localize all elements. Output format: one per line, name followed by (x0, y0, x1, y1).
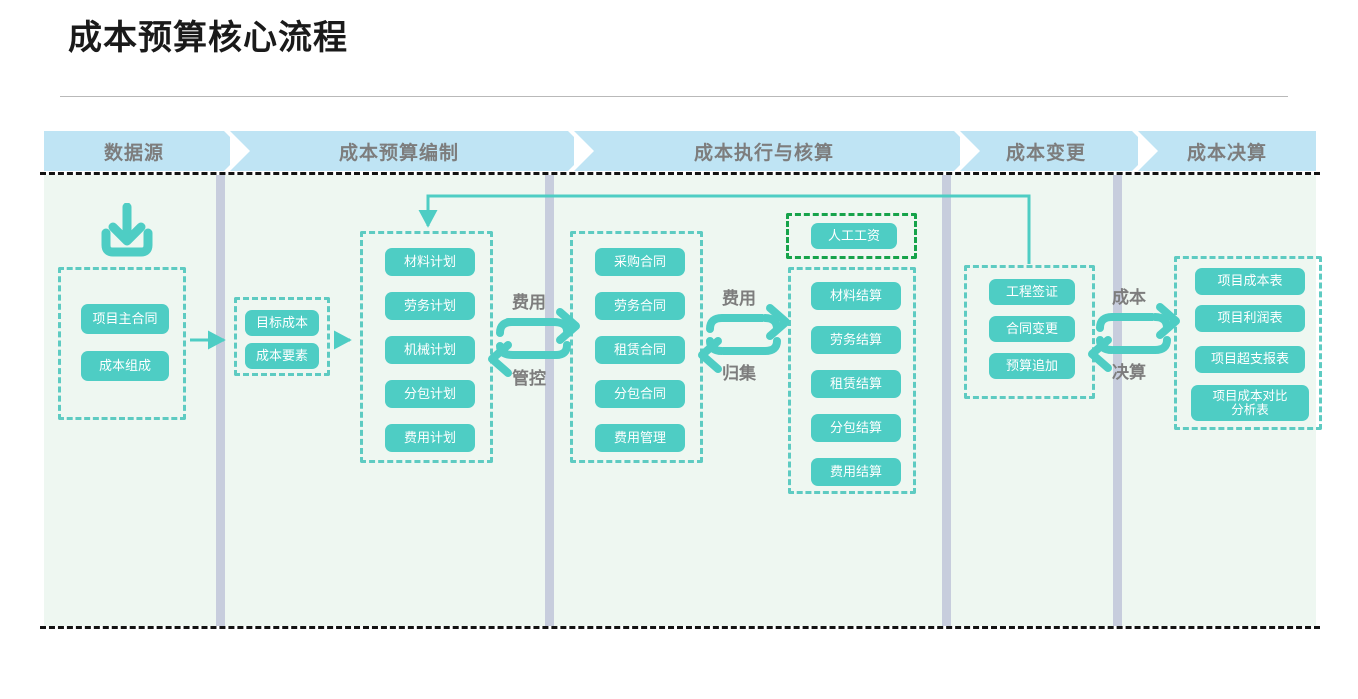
pill-project-cost-sheet[interactable]: 项目成本表 (1195, 268, 1305, 295)
pill-label: 分包计划 (403, 385, 456, 401)
stage-header-change[interactable]: 成本变更 (960, 131, 1152, 171)
pill-label: 机械计划 (403, 341, 456, 357)
pill-label: 劳务合同 (613, 297, 666, 313)
cycle-label-top-2: 费用 (722, 289, 756, 308)
pill-label: 采购合同 (613, 253, 666, 269)
stage-label: 数据源 (103, 142, 164, 164)
pill-label: 目标成本 (255, 314, 308, 330)
pill-label: 劳务计划 (403, 297, 456, 313)
pill-label: 合同变更 (1005, 320, 1058, 336)
pill-expense-management[interactable]: 费用管理 (595, 424, 685, 452)
pill-labor-settlement[interactable]: 劳务结算 (811, 326, 901, 354)
pill-label: 材料计划 (403, 253, 456, 269)
pill-budget-addition[interactable]: 预算追加 (989, 353, 1075, 379)
pill-lease-settlement[interactable]: 租赁结算 (811, 370, 901, 398)
pill-contract-change[interactable]: 合同变更 (989, 316, 1075, 342)
pill-label: 工程签证 (1005, 283, 1058, 299)
canvas-top-dashed-rule (40, 172, 1320, 175)
pill-expense-settlement[interactable]: 费用结算 (811, 458, 901, 486)
stage-header-final[interactable]: 成本决算 (1138, 131, 1316, 171)
column-divider (942, 175, 951, 626)
pill-machinery-plan[interactable]: 机械计划 (385, 336, 475, 364)
group-datasource: 项目主合同 成本组成 (58, 267, 186, 420)
pill-label: 人工工资 (827, 227, 880, 243)
pill-expense-plan[interactable]: 费用计划 (385, 424, 475, 452)
pill-material-plan[interactable]: 材料计划 (385, 248, 475, 276)
pill-label: 成本组成 (98, 357, 151, 373)
pill-subcontract-plan[interactable]: 分包计划 (385, 380, 475, 408)
pill-target-cost[interactable]: 目标成本 (245, 310, 319, 336)
group-settlements: 材料结算 劳务结算 租赁结算 分包结算 费用结算 (788, 267, 916, 494)
pill-label: 项目成本对比 分析表 (1212, 388, 1288, 417)
group-wages: 人工工资 (786, 213, 917, 259)
pill-label: 租赁结算 (829, 375, 882, 391)
stage-label: 成本决算 (1186, 142, 1267, 164)
pill-label: 项目超支报表 (1210, 351, 1289, 367)
stage-label: 成本变更 (1005, 142, 1086, 164)
group-plans: 材料计划 劳务计划 机械计划 分包计划 费用计划 (360, 231, 493, 463)
stage-header-datasource[interactable]: 数据源 (44, 131, 244, 171)
pill-label: 项目利润表 (1217, 310, 1283, 326)
column-divider (1113, 175, 1122, 626)
stage-label: 成本执行与核算 (693, 142, 834, 164)
pill-subcontract-settlement[interactable]: 分包结算 (811, 414, 901, 442)
stage-banner: 数据源 成本预算编制 成本执行与核算 成本变更 成本决算 (44, 131, 1316, 171)
pill-label: 费用计划 (403, 429, 456, 445)
stage-header-budgeting[interactable]: 成本预算编制 (230, 131, 588, 171)
stage-label: 成本预算编制 (338, 142, 459, 164)
pill-label: 费用结算 (829, 463, 882, 479)
pill-engineering-visa[interactable]: 工程签证 (989, 279, 1075, 305)
pill-label: 费用管理 (613, 429, 666, 445)
column-divider (216, 175, 225, 626)
cycle-label-bottom-1: 管控 (512, 369, 546, 388)
group-changes: 工程签证 合同变更 预算追加 (964, 265, 1095, 399)
pill-labor-contract[interactable]: 劳务合同 (595, 292, 685, 320)
title-divider (60, 96, 1288, 97)
pill-labor-wage[interactable]: 人工工资 (811, 223, 897, 249)
pill-project-main-contract[interactable]: 项目主合同 (81, 304, 169, 334)
pill-purchase-contract[interactable]: 采购合同 (595, 248, 685, 276)
pill-label: 分包合同 (613, 385, 666, 401)
cycle-label-bottom-2: 归集 (722, 364, 756, 383)
pill-label: 预算追加 (1005, 357, 1058, 373)
cycle-label-top-1: 费用 (512, 293, 546, 312)
group-contracts: 采购合同 劳务合同 租赁合同 分包合同 费用管理 (570, 231, 703, 463)
canvas-bottom-dashed-rule (40, 626, 1320, 629)
column-divider (545, 175, 554, 626)
pill-label: 项目主合同 (92, 310, 158, 326)
pill-label: 材料结算 (829, 287, 882, 303)
pill-label: 项目成本表 (1217, 273, 1283, 289)
pill-project-cost-comparison[interactable]: 项目成本对比 分析表 (1191, 385, 1309, 421)
pill-project-overrun-report[interactable]: 项目超支报表 (1195, 346, 1305, 373)
pill-project-profit-sheet[interactable]: 项目利润表 (1195, 305, 1305, 332)
download-icon (98, 202, 156, 262)
pill-material-settlement[interactable]: 材料结算 (811, 282, 901, 310)
pill-label: 劳务结算 (829, 331, 882, 347)
cycle-label-bottom-3: 决算 (1112, 363, 1146, 382)
group-target-cost: 目标成本 成本要素 (234, 297, 330, 376)
group-final: 项目成本表 项目利润表 项目超支报表 项目成本对比 分析表 (1174, 256, 1322, 430)
pill-lease-contract[interactable]: 租赁合同 (595, 336, 685, 364)
pill-cost-element[interactable]: 成本要素 (245, 343, 319, 369)
page-title: 成本预算核心流程 (68, 19, 348, 57)
pill-subcontract-contract[interactable]: 分包合同 (595, 380, 685, 408)
pill-label: 分包结算 (829, 419, 882, 435)
cycle-label-top-3: 成本 (1112, 288, 1146, 307)
pill-label: 成本要素 (255, 347, 308, 363)
pill-labor-plan[interactable]: 劳务计划 (385, 292, 475, 320)
pill-cost-composition[interactable]: 成本组成 (81, 351, 169, 381)
pill-label: 租赁合同 (613, 341, 666, 357)
stage-header-execution[interactable]: 成本执行与核算 (574, 131, 974, 171)
